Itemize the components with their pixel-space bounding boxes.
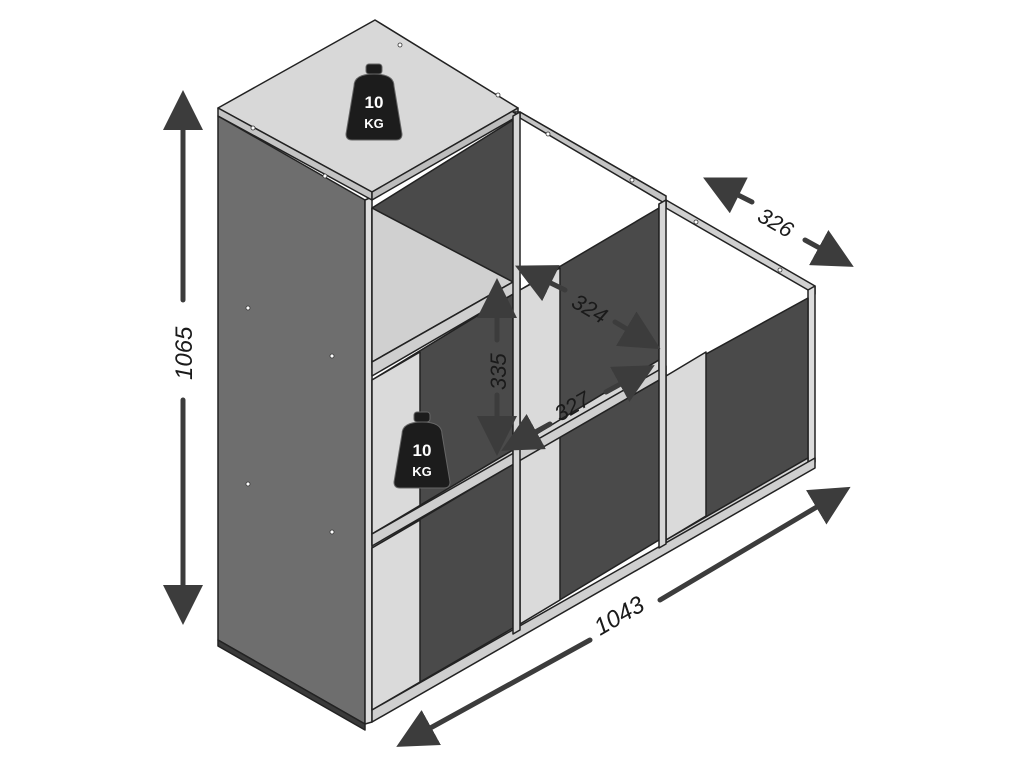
arrow-324-right	[612, 311, 661, 350]
screw-hole	[322, 173, 328, 179]
screw-hole	[329, 353, 335, 359]
arrow-depth-right	[802, 230, 854, 267]
dimension-arrows	[163, 90, 854, 747]
arrow-width-left	[396, 637, 593, 747]
cube-side-r3c1	[371, 519, 421, 711]
arrow-327-right	[603, 365, 655, 402]
arrow-depth-left	[703, 177, 755, 214]
left-side-panel	[217, 115, 366, 725]
cube-side-r2c2	[519, 267, 561, 445]
weight-top-value: 10	[365, 93, 384, 112]
screw-hole	[629, 177, 635, 183]
divider-col1	[512, 111, 521, 635]
screw-hole	[245, 481, 251, 487]
weight-icon-shelf: 10 KG	[393, 411, 451, 489]
screw-hole	[329, 529, 335, 535]
screw-hole	[397, 42, 403, 48]
weight-shelf-unit: KG	[412, 464, 432, 479]
cube-side-r3c2	[519, 435, 561, 625]
screw-hole	[250, 125, 256, 131]
divider-col2	[658, 199, 667, 549]
label-total-height: 1065	[171, 326, 198, 380]
side-panel-base	[217, 639, 366, 731]
right-end-panel	[807, 285, 816, 467]
screw-hole	[777, 267, 783, 273]
screw-hole	[245, 305, 251, 311]
board-bottom	[371, 457, 816, 723]
cube-side-r3c3	[665, 351, 707, 541]
middle-top-surface	[519, 111, 667, 205]
label-total-width: 1043	[590, 591, 650, 641]
screw-hole	[693, 219, 699, 225]
label-cube-height: 335	[486, 353, 511, 390]
arrow-324-left	[515, 265, 568, 302]
screw-holes	[245, 42, 783, 535]
arrow-width-right	[657, 486, 851, 603]
weight-top-unit: KG	[364, 116, 384, 131]
right-top-surface	[665, 199, 816, 295]
screw-hole	[545, 131, 551, 137]
weight-shelf-value: 10	[413, 441, 432, 460]
weight-icon-top: 10 KG	[345, 63, 403, 141]
label-depth: 326	[754, 203, 799, 243]
screw-hole	[495, 92, 501, 98]
left-panel-edge	[364, 196, 373, 725]
arrow-327-left	[501, 414, 553, 451]
shelf-unit	[217, 19, 816, 731]
